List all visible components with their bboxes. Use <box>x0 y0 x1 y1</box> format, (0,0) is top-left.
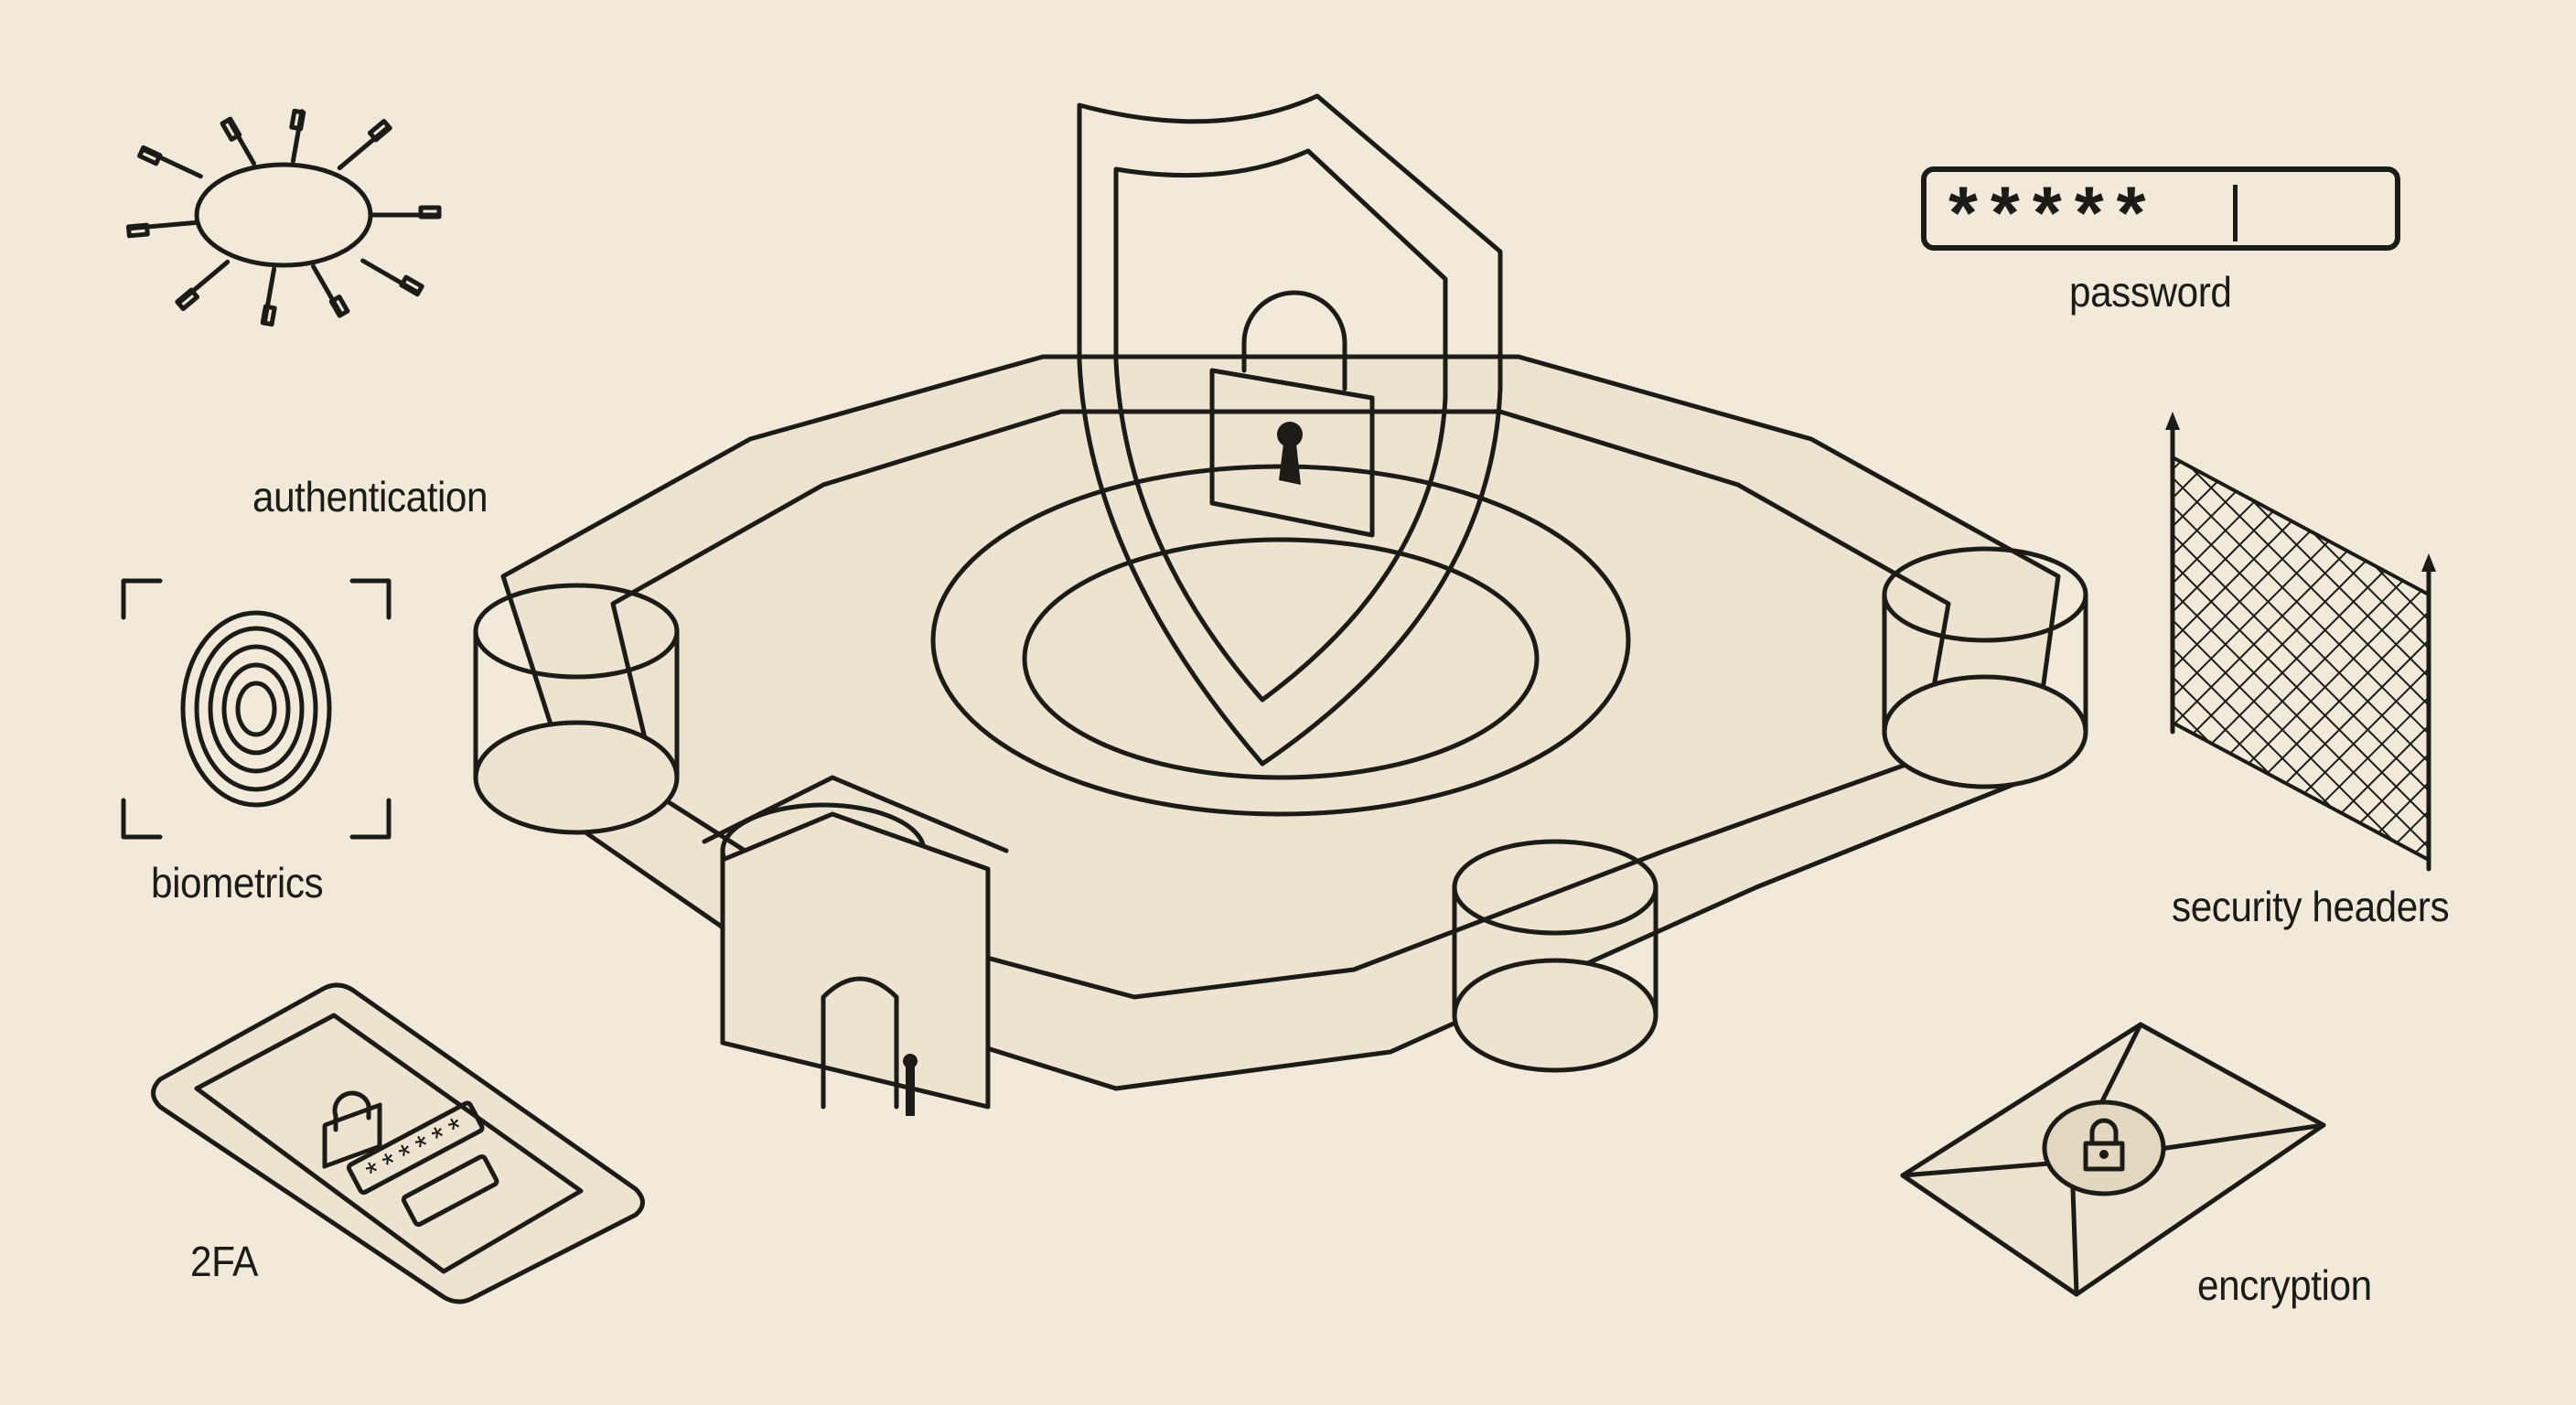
fence-icon <box>2165 412 2436 872</box>
label-authentication: authentication <box>252 473 488 520</box>
castle-fortress <box>473 354 2088 1116</box>
label-2fa: 2FA <box>190 1238 258 1285</box>
sealed-envelope-icon <box>1900 1022 2326 1297</box>
label-biometrics: biometrics <box>151 859 324 906</box>
fingerprint-icon <box>121 578 392 840</box>
shield-lock-icon <box>1077 93 1503 767</box>
password-field-icon: ***** <box>1921 166 2400 255</box>
key-ring-icon <box>125 108 442 327</box>
smartphone-lock-icon: ****** <box>151 982 645 1304</box>
text-caret <box>2233 185 2238 241</box>
label-encryption: encryption <box>2197 1261 2372 1309</box>
label-password: password <box>2069 268 2232 316</box>
label-security-headers: security headers <box>2172 883 2450 930</box>
password-mask: ***** <box>1948 172 2159 255</box>
